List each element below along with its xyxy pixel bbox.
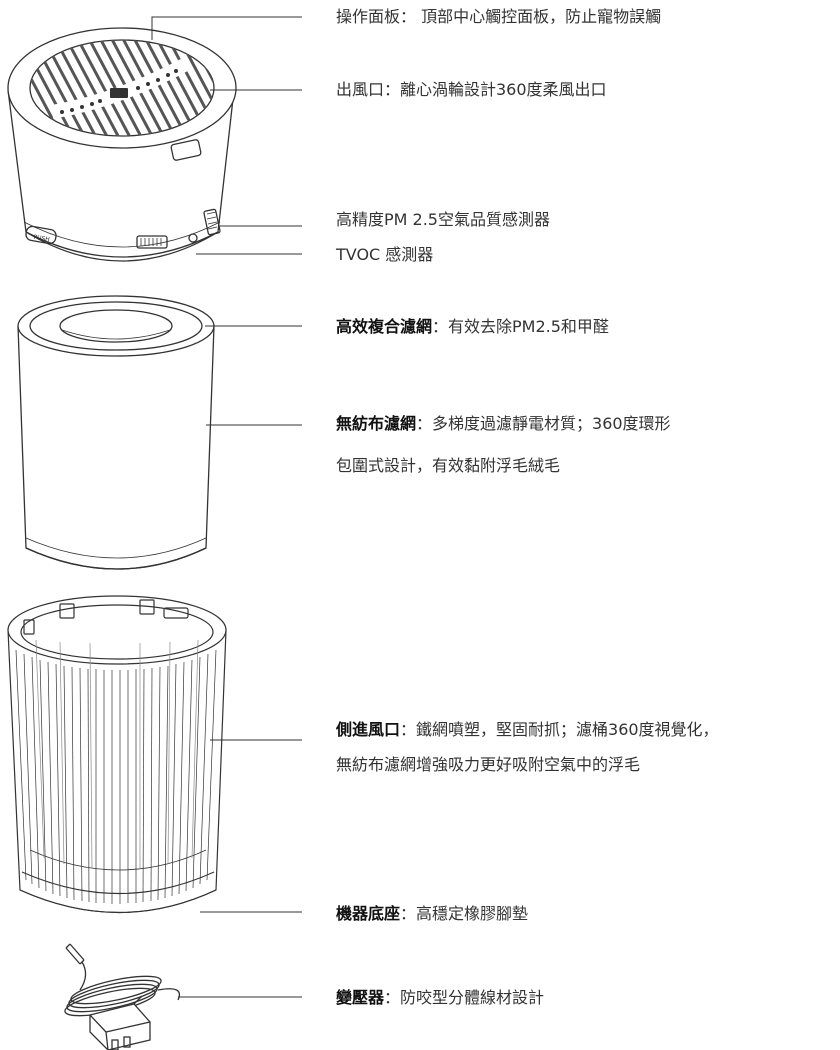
callout-pm-sensor: 高精度PM 2.5空氣品質感測器 [336,210,550,230]
callout-nonwoven-filter: 無紡布濾網：多梯度過濾靜電材質；360度環形 [336,414,671,434]
callout-nonwoven-filter-line2: 包圍式設計，有效黏附浮毛絨毛 [336,456,560,476]
base-text: ：高穩定橡膠腳墊 [400,904,529,923]
callout-composite-filter: 高效複合濾網：有效去除PM2.5和甲醛 [336,317,609,337]
callout-tvoc-sensor: TVOC 感測器 [336,245,433,265]
tvoc-sensor-text: TVOC 感測器 [336,245,434,264]
callout-air-outlet: 出風口：離心渦輪設計360度柔風出口 [336,80,607,100]
nonwoven-filter-title: 無紡布濾網 [336,414,417,433]
nonwoven-filter-text: ：多梯度過濾靜電材質；360度環形 [416,414,671,433]
filter-cylinder [17,295,215,570]
callout-adapter: 變壓器：防咬型分體線材設計 [336,988,544,1008]
leader-lines [151,16,302,998]
mesh-basket [7,595,227,913]
side-inlet-text2: 無紡布濾網增強吸力更好吸附空氣中的浮毛 [336,755,641,774]
composite-filter-text: ：有效去除PM2.5和甲醛 [432,317,609,336]
control-panel-text: 操作面板： 頂部中心觸控面板，防止寵物誤觸 [336,7,662,26]
air-outlet-text: 出風口：離心渦輪設計360度柔風出口 [336,80,607,99]
top-unit [7,27,237,262]
callout-base: 機器底座：高穩定橡膠腳墊 [336,904,528,924]
adapter-text: ：防咬型分體線材設計 [384,988,545,1007]
callout-control-panel: 操作面板： 頂部中心觸控面板，防止寵物誤觸 [336,7,661,27]
adapter-title: 變壓器 [336,988,385,1007]
nonwoven-filter-text2: 包圍式設計，有效黏附浮毛絨毛 [336,456,561,475]
pm-sensor-text: 高精度PM 2.5空氣品質感測器 [336,210,550,229]
callout-side-inlet-line2: 無紡布濾網增強吸力更好吸附空氣中的浮毛 [336,755,640,775]
callout-side-inlet: 側進風口：鐵網噴塑，堅固耐抓；濾桶360度視覺化， [336,720,719,740]
composite-filter-title: 高效複合濾網 [336,317,433,336]
push-button-label: PUSH [33,234,50,244]
power-adapter [64,943,181,1050]
side-inlet-text: ：鐵網噴塑，堅固耐抓；濾桶360度視覺化， [400,720,719,739]
side-inlet-title: 側進風口 [336,720,401,739]
base-title: 機器底座 [336,904,401,923]
